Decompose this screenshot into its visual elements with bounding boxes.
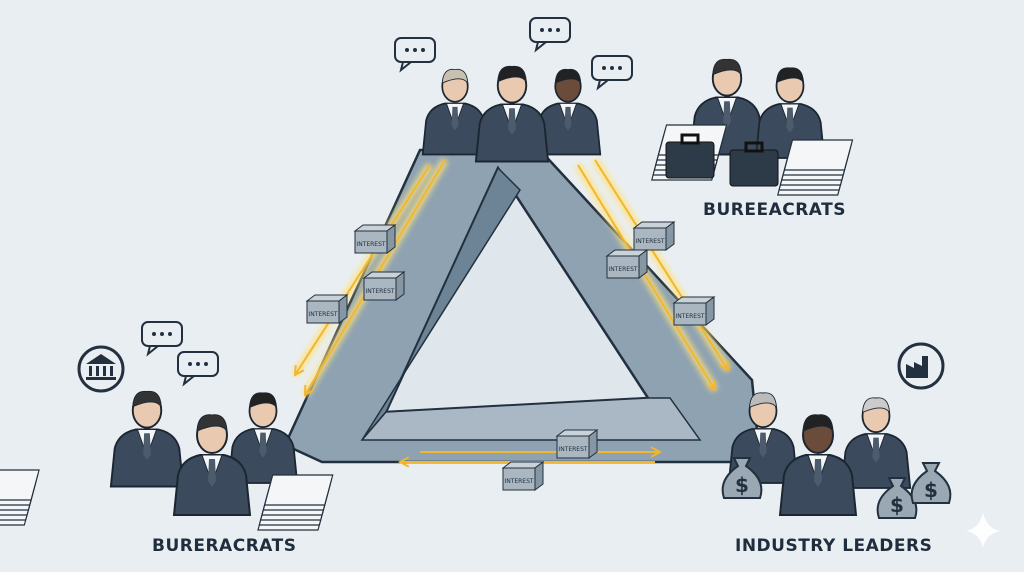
box-side — [638, 249, 648, 279]
arrow — [420, 446, 663, 458]
interest-box: INTEREST — [501, 461, 545, 491]
box-side — [705, 296, 715, 326]
hair — [776, 67, 805, 84]
money-bag-icon: $ — [876, 477, 918, 519]
svg-text:$: $ — [924, 478, 938, 502]
tie — [564, 106, 572, 131]
box-side — [665, 221, 675, 251]
briefcase-icon — [665, 133, 715, 179]
tie — [508, 108, 516, 135]
person — [172, 414, 252, 516]
svg-text:$: $ — [890, 493, 904, 517]
factory-icon — [897, 342, 945, 390]
interest-box: INTEREST — [605, 249, 649, 279]
interest-box: INTEREST — [353, 224, 397, 254]
money-bag-icon: $ — [721, 457, 763, 499]
arrow-head — [705, 379, 717, 392]
hair — [554, 68, 582, 85]
box-label: INTEREST — [365, 288, 394, 295]
money-bag-icon: $ — [910, 462, 952, 504]
props: $ $ $ — [0, 17, 1000, 548]
speech-bubble-icon — [529, 17, 571, 53]
speech-bubble-icon — [177, 351, 219, 387]
svg-text:$: $ — [735, 473, 749, 497]
speech-bubble-icon — [591, 55, 633, 91]
arrow — [591, 157, 732, 373]
box-side — [395, 271, 405, 301]
hair — [497, 65, 527, 84]
box-label: INTEREST — [356, 241, 385, 248]
label-bureaucrats-left: BURERACRATS — [152, 536, 297, 556]
speech-bubble-icon — [141, 321, 183, 357]
hair — [749, 392, 778, 409]
person — [474, 65, 550, 163]
person — [227, 392, 299, 484]
hair — [862, 397, 891, 414]
document-stack-icon — [776, 139, 854, 196]
sparkle-icon — [966, 512, 1000, 548]
box-label: INTEREST — [608, 266, 637, 273]
label-bureaucrats-top: BUREEACRATS — [703, 200, 846, 220]
interest-boxes: INTEREST INTEREST INTEREST INTEREST INTEREST… — [305, 221, 716, 491]
arrow-head — [718, 359, 730, 372]
arrow — [574, 162, 719, 393]
tie — [259, 432, 267, 458]
hair — [132, 390, 162, 409]
box-side — [588, 429, 598, 459]
tie — [143, 433, 151, 460]
tie — [451, 106, 459, 131]
arrow-head — [293, 364, 305, 377]
box-label: INTEREST — [504, 478, 533, 485]
hair — [249, 392, 278, 409]
box-side — [338, 294, 348, 324]
tie — [208, 459, 216, 487]
arrow-head — [397, 456, 410, 468]
arrow-line — [594, 159, 729, 371]
arrow-head — [650, 446, 663, 458]
box-label: INTEREST — [308, 311, 337, 318]
interest-box: INTEREST — [305, 294, 349, 324]
document-stack-icon — [257, 474, 334, 531]
person — [840, 397, 912, 489]
hair — [441, 68, 469, 85]
people-groups — [109, 58, 912, 516]
tie — [814, 459, 822, 487]
interest-box: INTEREST — [555, 429, 599, 459]
box-side — [386, 224, 396, 254]
arrow-line — [294, 164, 431, 376]
arrow-head — [303, 384, 315, 397]
briefcase-icon — [729, 141, 779, 187]
tie — [759, 432, 767, 458]
flow-arrows — [291, 157, 732, 468]
box-label: INTEREST — [558, 446, 587, 453]
hair — [712, 58, 742, 77]
speech-bubble-icon — [394, 37, 436, 73]
arrow-line — [577, 164, 716, 391]
label-industry-leaders: INDUSTRY LEADERS — [735, 536, 933, 556]
tie — [872, 437, 880, 463]
person — [778, 414, 858, 516]
hair — [196, 414, 228, 433]
person — [109, 390, 185, 488]
hair — [802, 414, 834, 433]
tie — [786, 107, 794, 133]
arrow — [291, 162, 434, 378]
document-stack-icon — [0, 469, 40, 526]
interest-box: INTEREST — [362, 271, 406, 301]
interest-box: INTEREST — [672, 296, 716, 326]
box-label: INTEREST — [635, 238, 664, 245]
box-side — [534, 461, 544, 491]
tie — [723, 101, 731, 128]
box-label: INTEREST — [675, 313, 704, 320]
interest-box: INTEREST — [632, 221, 676, 251]
person — [534, 68, 602, 156]
government-building-icon — [77, 345, 125, 393]
